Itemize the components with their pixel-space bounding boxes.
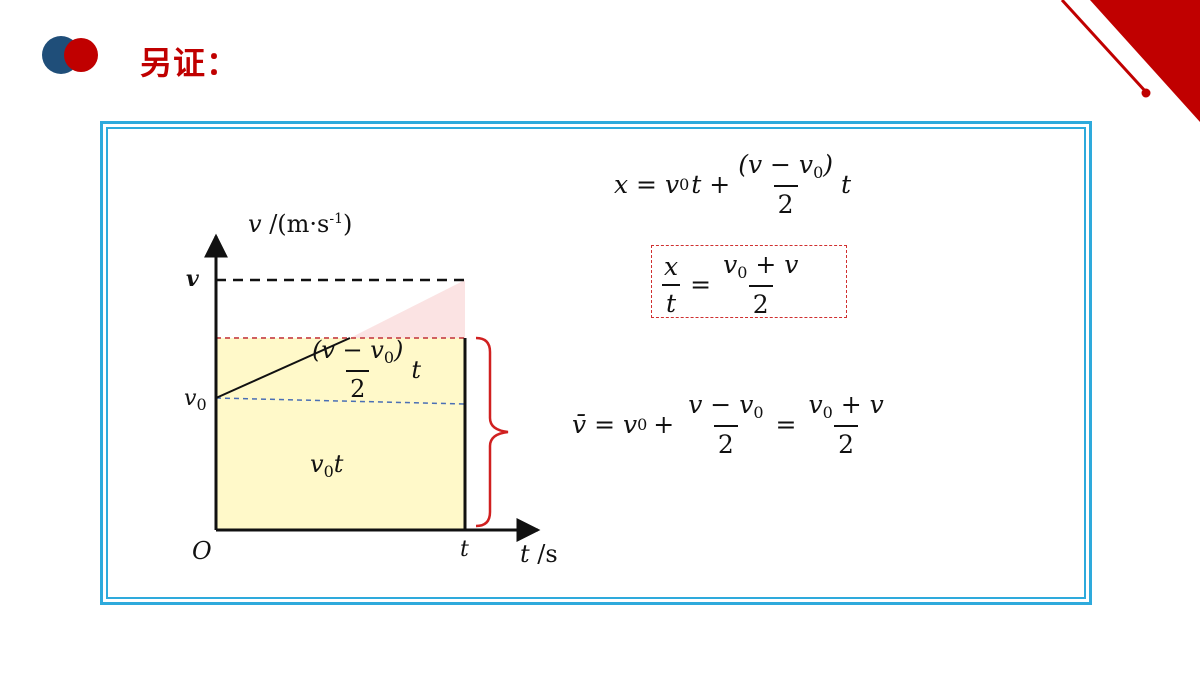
lower-area-label: v0t bbox=[310, 450, 344, 481]
content-frame-inner bbox=[106, 127, 1086, 599]
v0-level-dashed-line bbox=[215, 397, 466, 405]
tick-v: v bbox=[186, 266, 199, 292]
area-brace bbox=[475, 336, 509, 528]
corner-red-triangle bbox=[1090, 0, 1200, 122]
corner-red-dot bbox=[1141, 88, 1151, 98]
logo-red-circle bbox=[64, 38, 98, 72]
boxed-equation-frame bbox=[651, 245, 847, 318]
tick-v0: v0 bbox=[184, 386, 207, 414]
velocity-line bbox=[215, 337, 351, 399]
displacement-area bbox=[216, 338, 465, 530]
origin-label: O bbox=[192, 537, 212, 565]
corner-red-line bbox=[1060, 0, 1148, 94]
content-frame-outer bbox=[100, 121, 1092, 605]
y-axis-label: v /(m·s-1) bbox=[248, 210, 353, 238]
slide-title: 另证： bbox=[140, 44, 240, 82]
tick-t: t bbox=[460, 537, 469, 562]
x-axis-label: t /s bbox=[520, 540, 558, 568]
excess-triangle bbox=[350, 280, 465, 338]
